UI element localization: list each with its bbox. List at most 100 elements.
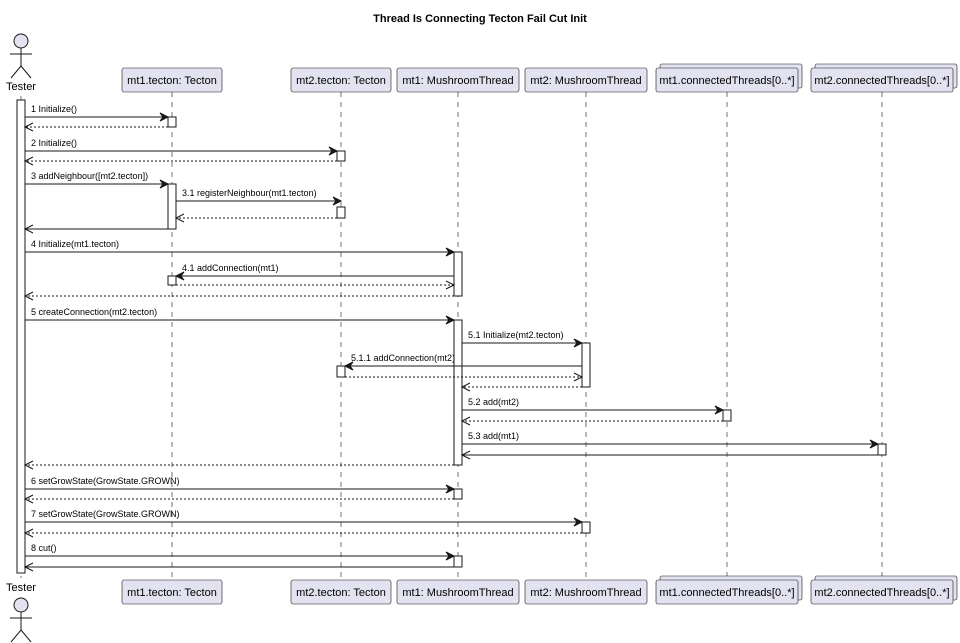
arrowhead (332, 196, 343, 206)
participant-box (290, 67, 392, 93)
message-4 (23, 156, 337, 166)
activation-bar-t1 (167, 275, 177, 286)
arrowhead (445, 315, 456, 325)
message-label: 2 Initialize() (31, 138, 77, 148)
participant-c2-top: mt2.connectedThreads[0..*] (810, 63, 958, 93)
participant-name: mt1.connectedThreads[0..*] (659, 75, 794, 87)
message-label: 5.2 add(mt2) (468, 397, 519, 407)
arrowhead (869, 439, 880, 449)
arrowhead (23, 494, 34, 504)
lifelines (20, 92, 883, 580)
activation-bar-m2 (581, 521, 591, 534)
participant-t2-bottom: mt2.tecton: Tecton (290, 579, 392, 605)
message-label: 1 Initialize() (31, 104, 77, 114)
participant-name: mt2.connectedThreads[0..*] (814, 587, 949, 599)
arrowhead (460, 382, 471, 392)
activation-bar-m2 (581, 342, 591, 388)
arrowhead (445, 484, 456, 494)
participant-m1-top: mt1: MushroomThread (396, 67, 520, 93)
arrowhead (23, 460, 34, 470)
message-25: 7 setGrowState(GrowState.GROWN) (25, 509, 584, 527)
participant-box (810, 579, 954, 605)
arrowhead (714, 405, 725, 415)
participant-box (396, 67, 520, 93)
activation-bar-c2 (877, 443, 887, 456)
activation-bar-m1 (453, 555, 463, 568)
arrowhead (23, 562, 34, 572)
messages: 1 Initialize()2 Initialize()3 addNeighbo… (23, 104, 880, 572)
arrowhead (159, 112, 170, 122)
arrowhead (23, 156, 34, 166)
arrowhead (460, 416, 471, 426)
actor-tester-bottom: Tester (6, 582, 36, 643)
participant-name: mt1: MushroomThread (402, 75, 513, 87)
participant-name: mt1.tecton: Tecton (127, 75, 217, 87)
participant-c2-bottom: mt2.connectedThreads[0..*] (810, 575, 958, 605)
arrowhead (460, 450, 471, 460)
message-6: 3.1 registerNeighbour(mt1.tecton) (176, 188, 343, 206)
participant-box (655, 67, 799, 93)
arrowhead (328, 146, 339, 156)
activation-bar-m1 (453, 319, 463, 466)
message-23: 6 setGrowState(GrowState.GROWN) (25, 476, 456, 494)
message-label: 5.1 Initialize(mt2.tecton) (468, 330, 564, 340)
arrowhead (573, 338, 584, 348)
participant-name: mt2.tecton: Tecton (296, 587, 386, 599)
activation-bar-m1 (453, 488, 463, 500)
activation-bar-t1 (167, 116, 177, 128)
arrowhead (23, 224, 34, 234)
arrowhead (445, 551, 456, 561)
actor-name: Tester (6, 81, 36, 93)
arrowhead (343, 361, 354, 371)
actor-head (13, 33, 29, 49)
participant-name: mt2.tecton: Tecton (296, 75, 386, 87)
message-label: 5 createConnection(mt2.tecton) (31, 307, 157, 317)
actor-leg-left (10, 629, 22, 643)
activation-bar-c1 (722, 409, 732, 422)
participant-box (524, 579, 648, 605)
actor-leg-right (20, 629, 32, 643)
message-14: 5.1 Initialize(mt2.tecton) (462, 330, 584, 348)
arrowhead (573, 372, 584, 382)
message-label: 8 cut() (31, 543, 57, 553)
message-20: 5.3 add(mt1) (462, 431, 880, 449)
message-19 (460, 416, 723, 426)
participant-box (396, 579, 520, 605)
message-7 (174, 213, 337, 223)
message-17 (460, 382, 582, 392)
message-9: 4 Initialize(mt1.tecton) (25, 239, 456, 257)
message-label: 5.1.1 addConnection(mt2) (351, 353, 455, 363)
arrowhead (174, 213, 185, 223)
participant-box (121, 67, 223, 93)
participant-t2-top: mt2.tecton: Tecton (290, 67, 392, 93)
activation-bar-tester (16, 99, 26, 574)
message-label: 5.3 add(mt1) (468, 431, 519, 441)
activation-bar-t2 (336, 150, 346, 162)
message-27: 8 cut() (25, 543, 456, 561)
arrowhead (23, 528, 34, 538)
arrowhead (174, 271, 185, 281)
actor-tester-top: Tester (6, 33, 36, 93)
actor-name: Tester (6, 582, 36, 594)
message-8 (23, 224, 168, 234)
actor-head (13, 597, 29, 613)
diagram-title: Thread Is Connecting Tecton Fail Cut Ini… (373, 13, 587, 25)
participant-m2-bottom: mt2: MushroomThread (524, 579, 648, 605)
activation-bar-m1 (453, 251, 463, 297)
message-21 (460, 450, 878, 460)
arrowhead (23, 291, 34, 301)
message-2 (23, 122, 168, 132)
participant-name: mt2: MushroomThread (530, 587, 641, 599)
participant-t1-bottom: mt1.tecton: Tecton (121, 579, 223, 605)
participant-c1-top: mt1.connectedThreads[0..*] (655, 63, 803, 93)
message-label: 4.1 addConnection(mt1) (182, 263, 279, 273)
message-24 (23, 494, 454, 504)
participant-box (655, 579, 799, 605)
arrowhead (23, 122, 34, 132)
arrowhead (573, 517, 584, 527)
participant-box (524, 67, 648, 93)
message-label: 4 Initialize(mt1.tecton) (31, 239, 119, 249)
participant-m1-bottom: mt1: MushroomThread (396, 579, 520, 605)
activation-bar-t1 (167, 183, 177, 230)
